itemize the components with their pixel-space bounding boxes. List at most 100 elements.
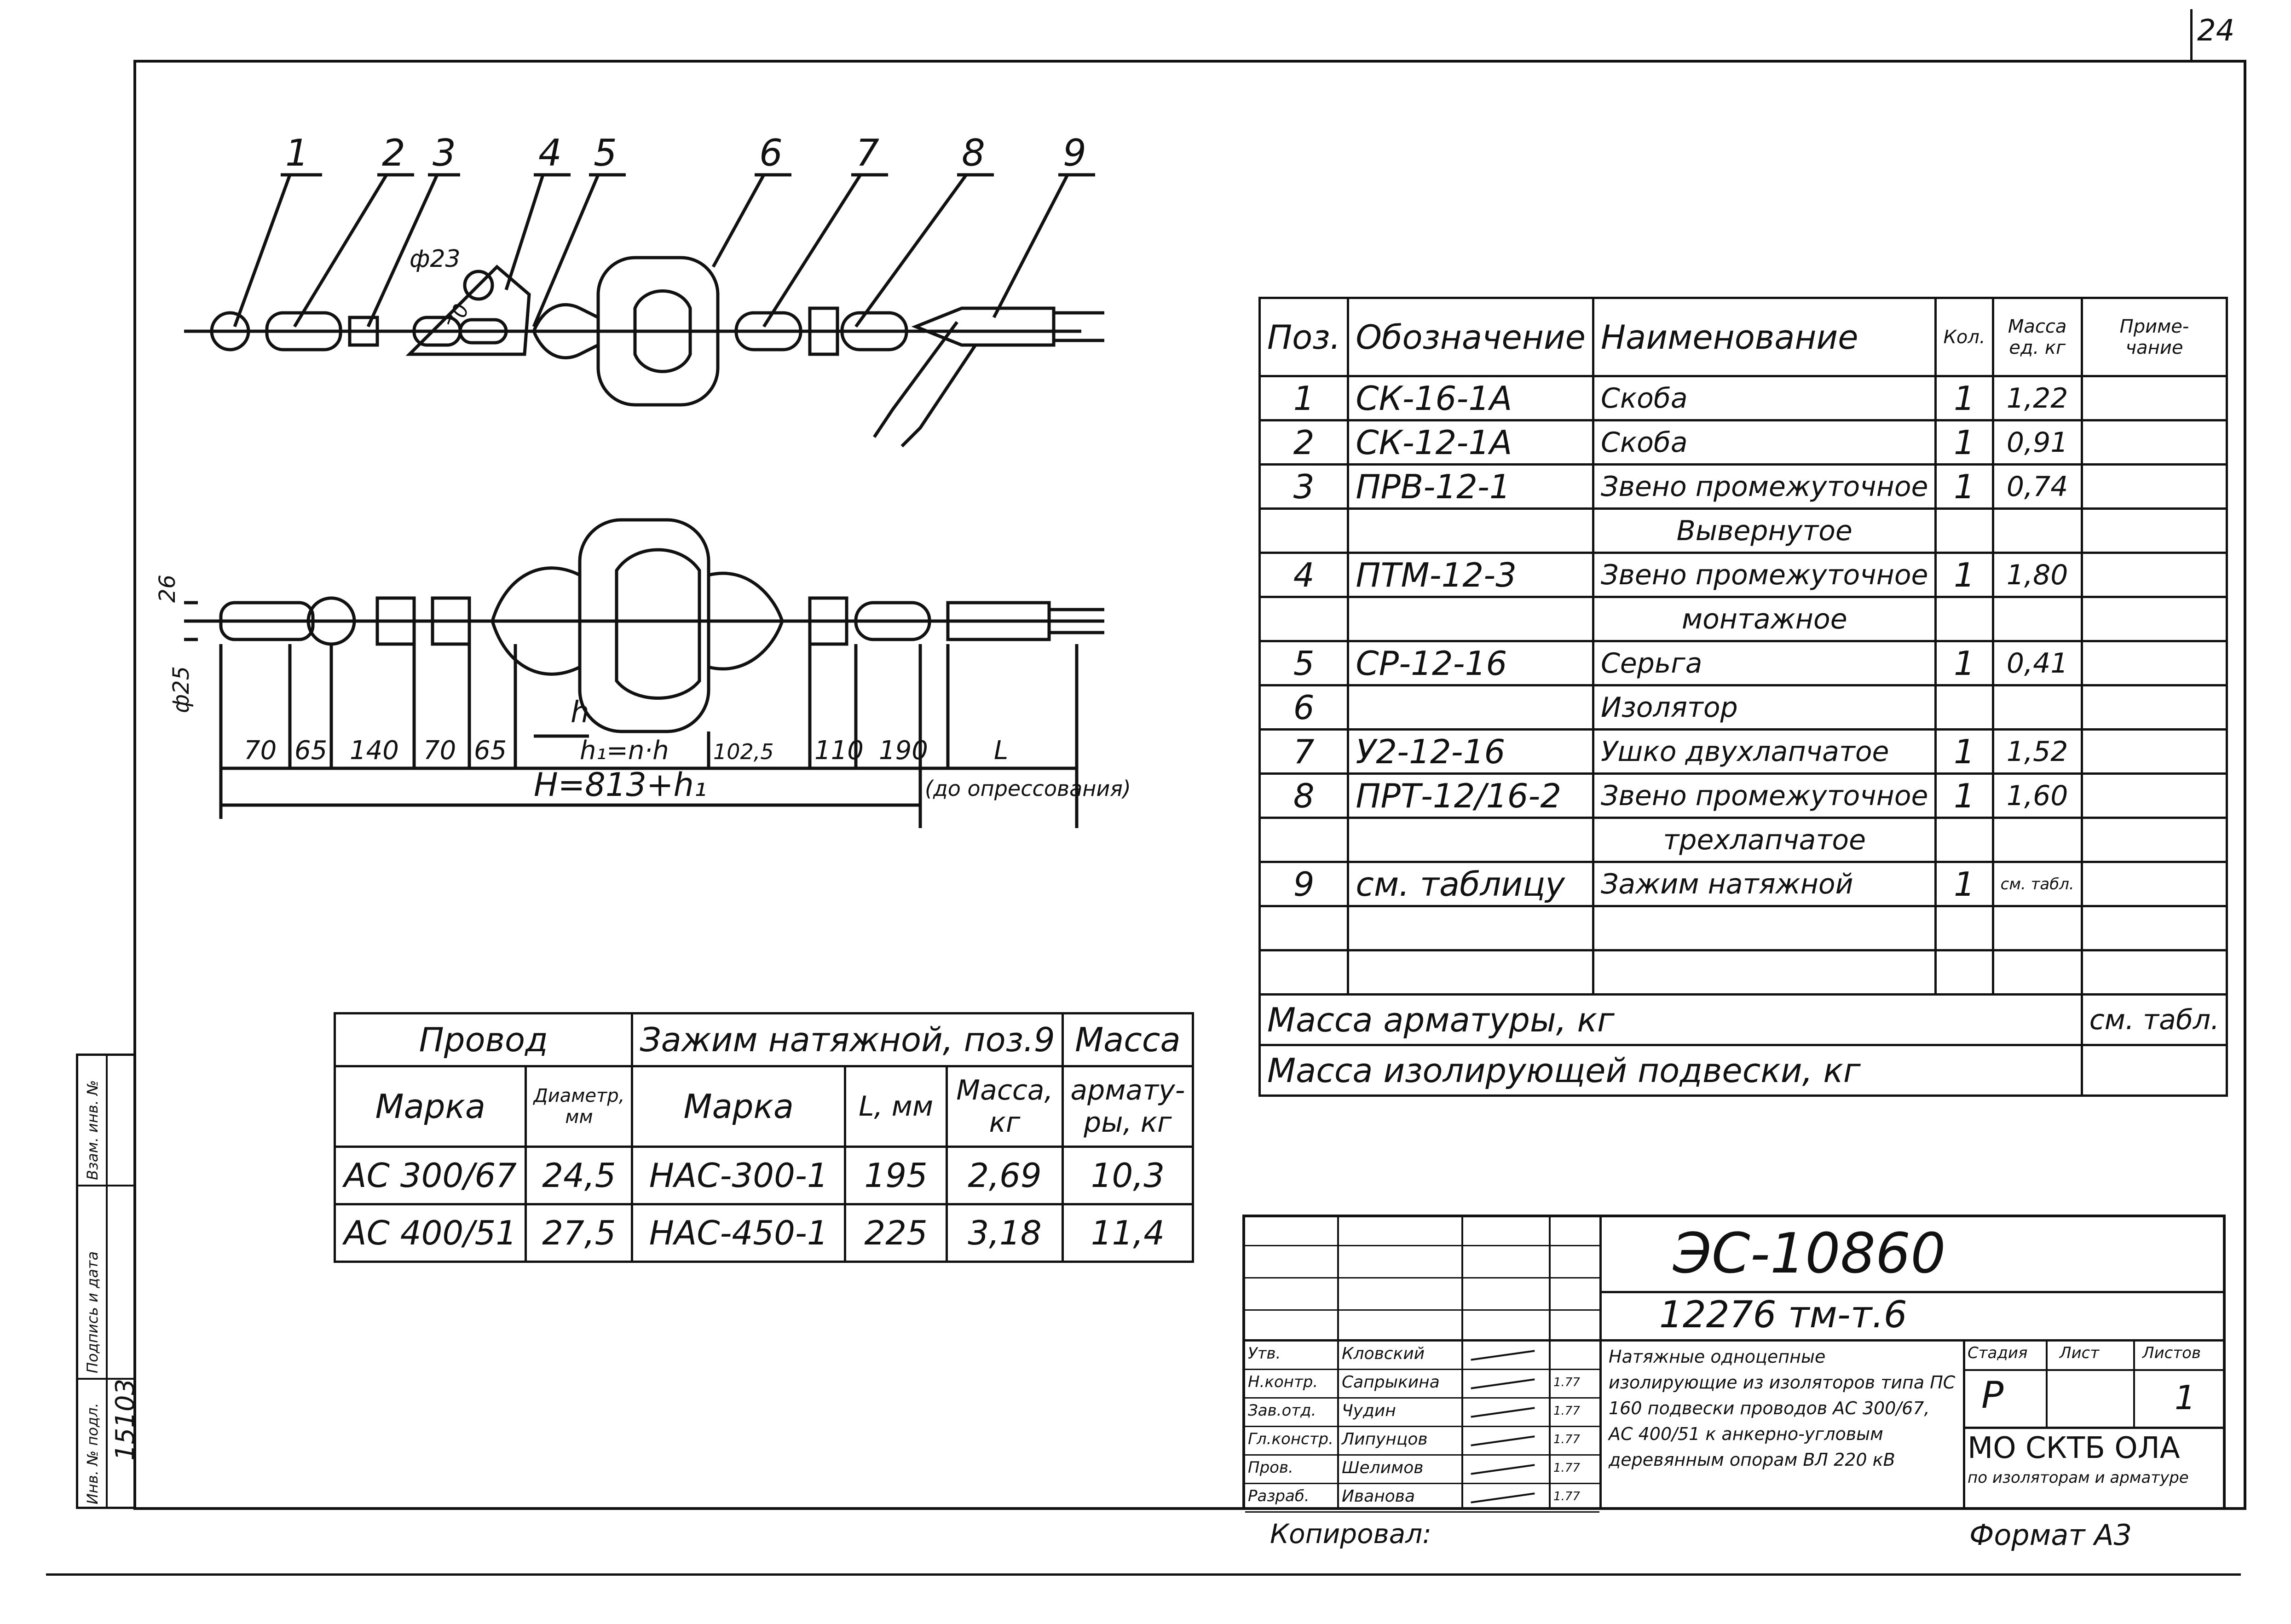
approval-name: Сапрыкина: [1342, 1373, 1440, 1392]
spec-cell-name: [1592, 949, 1937, 996]
spec-cell-name: монтажное: [1592, 596, 1937, 642]
dim-190: 190: [879, 736, 928, 766]
document-code: ЭС-10860: [1673, 1222, 1946, 1286]
spec-cell-mass: 0,91: [1991, 419, 2083, 466]
spec-header-note-line2: чание: [2125, 337, 2183, 358]
spec-cell-qty: [1934, 507, 1994, 554]
organization-name: МО СКТБ ОЛА: [1968, 1431, 2180, 1465]
spec-footer-fitting-mass-label: Масса арматуры, кг: [1258, 993, 2083, 1046]
spec-cell-mass: [1991, 817, 2083, 863]
fitting-header-mass: армату- ры, кг: [1061, 1065, 1195, 1148]
spec-cell-code: ПРВ-12-1: [1347, 463, 1594, 510]
spec-header-note: Приме- чание: [2080, 297, 2228, 377]
dim-total-H: H=813+h₁: [534, 766, 707, 804]
wire-header-diam: Диаметр, мм: [525, 1065, 634, 1148]
approval-role: Утв.: [1248, 1344, 1281, 1363]
spec-cell-mass: [1991, 905, 2083, 951]
side-stamp-label-sign: Подпись и дата: [84, 1251, 101, 1373]
drawing-frame: [133, 60, 2246, 1510]
sheets-label: Листов: [2142, 1344, 2201, 1362]
stage-value: Р: [1981, 1374, 2004, 1417]
spec-cell-qty: 1: [1934, 728, 1994, 775]
dim-70-b: 70: [423, 736, 456, 766]
document-subcode: 12276 тм-т.6: [1659, 1293, 1907, 1336]
spec-row: монтажное: [1258, 596, 2228, 642]
spec-cell-code: У2-12-16: [1347, 728, 1594, 775]
spec-header-code: Обозначение: [1347, 297, 1594, 377]
clamp-header-mass: Масса, кг: [946, 1065, 1064, 1148]
spec-cell-name: Изолятор: [1592, 684, 1937, 731]
spec-cell-pos: [1258, 905, 1350, 951]
approval-signature: [1471, 1407, 1535, 1418]
wire-cell-diam: 27,5: [525, 1203, 634, 1263]
dim-65-b: 65: [474, 736, 507, 766]
pos-label-9: 9: [1063, 132, 1086, 174]
spec-cell-name: трехлапчатое: [1592, 817, 1937, 863]
wire-cell-fit: 11,4: [1061, 1203, 1195, 1263]
approval-date: 1.77: [1553, 1376, 1580, 1389]
spec-cell-code: [1347, 949, 1594, 996]
spec-cell-mass: [1991, 596, 2083, 642]
spec-cell-qty: [1934, 949, 1994, 996]
approval-name: Кловский: [1342, 1344, 1425, 1363]
spec-cell-qty: [1934, 905, 1994, 951]
wire-cell-clamp: НАС-300-1: [631, 1146, 847, 1205]
dim-102-5: 102,5: [713, 739, 774, 764]
spec-footer-suspension-mass-value: [2080, 1044, 2228, 1097]
spec-cell-note: [2080, 949, 2228, 996]
document-description: Натяжные одноцепные изолирующие из изоля…: [1609, 1347, 1956, 1470]
dim-140: 140: [350, 736, 399, 766]
spec-cell-note: [2080, 463, 2228, 510]
spec-table: Поз. Обозначение Наименование Кол. Масса…: [1258, 297, 2228, 1097]
wire-header-group: Провод: [333, 1012, 634, 1067]
approval-date: 1.77: [1553, 1461, 1580, 1475]
spec-row: [1258, 905, 2228, 951]
spec-cell-pos: [1258, 817, 1350, 863]
spec-row: трехлапчатое: [1258, 817, 2228, 863]
approval-date: 1.77: [1553, 1404, 1580, 1418]
fitting-header-mass-line1: армату-: [1070, 1074, 1185, 1106]
dim-h1: h₁=n·h: [580, 736, 669, 766]
spec-cell-name: Скоба: [1592, 375, 1937, 421]
spec-cell-qty: 1: [1934, 552, 1994, 598]
spec-cell-qty: 1: [1934, 640, 1994, 686]
mass-header-group: Масса: [1061, 1012, 1195, 1067]
spec-footer-fitting-mass-value: см. табл.: [2080, 993, 2228, 1046]
clamp-header-mass-line1: Масса,: [956, 1074, 1053, 1106]
spec-cell-pos: [1258, 596, 1350, 642]
spec-cell-name: Зажим натяжной: [1592, 861, 1937, 907]
spec-cell-mass: см. табл.: [1991, 861, 2083, 907]
spec-cell-mass: 1,22: [1991, 375, 2083, 421]
wire-cell-mark: АС 300/67: [333, 1146, 527, 1205]
wire-cell-diam: 24,5: [525, 1146, 634, 1205]
spec-cell-note: [2080, 375, 2228, 421]
spec-cell-pos: 8: [1258, 772, 1350, 819]
stage-label: Стадия: [1968, 1344, 2028, 1362]
organization-subtitle: по изоляторам и арматуре: [1968, 1469, 2189, 1487]
side-stamp: 15103 Инв. № подл. Подпись и дата Взам. …: [76, 1054, 140, 1509]
dim-L: L: [994, 736, 1008, 766]
spec-row: Вывернутое: [1258, 507, 2228, 554]
wire-cell-mass: 3,18: [946, 1203, 1064, 1263]
clamp-header-mass-line2: кг: [989, 1106, 1021, 1139]
wire-cell-clamp: НАС-450-1: [631, 1203, 847, 1263]
spec-cell-qty: 1: [1934, 375, 1994, 421]
spec-cell-pos: 7: [1258, 728, 1350, 775]
approval-signature: [1471, 1464, 1535, 1475]
spec-footer-suspension-mass-label: Масса изолирующей подвески, кг: [1258, 1044, 2083, 1097]
spec-cell-code: [1347, 596, 1594, 642]
spec-cell-name: Звено промежуточное: [1592, 463, 1937, 510]
spec-header-note-line1: Приме-: [2119, 316, 2189, 337]
sheet-number: 24: [2197, 14, 2235, 48]
spec-cell-name: Вывернутое: [1592, 507, 1937, 554]
pos-label-1: 1: [285, 132, 309, 174]
approval-role: Пров.: [1248, 1458, 1293, 1477]
spec-cell-name: Звено промежуточное: [1592, 552, 1937, 598]
wire-header-mark: Марка: [333, 1065, 527, 1148]
